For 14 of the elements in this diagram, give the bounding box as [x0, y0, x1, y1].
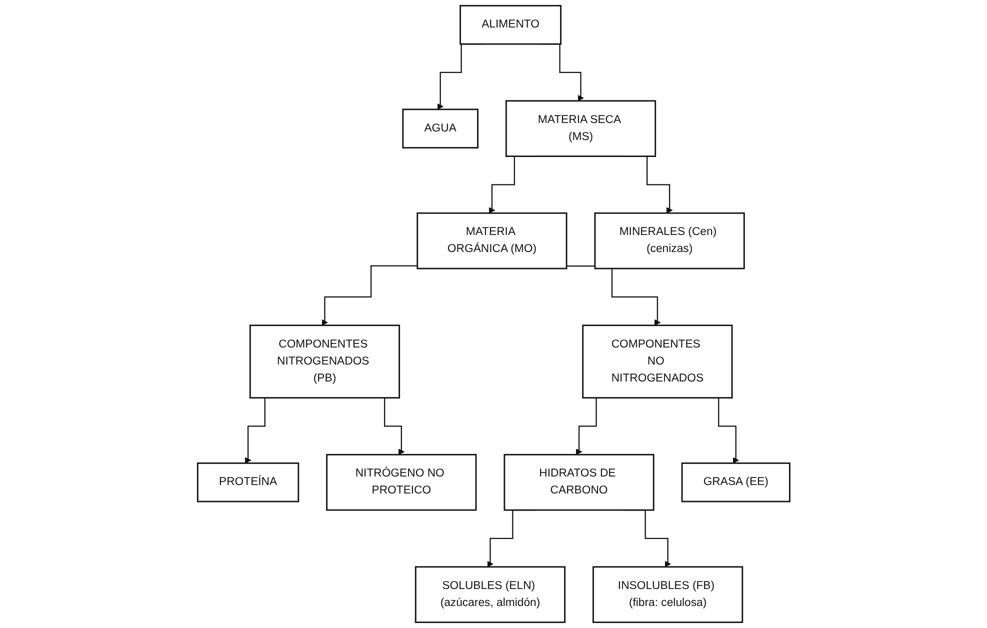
- node-box: SOLUBLES (ELN) (azúcares, almidón): [414, 566, 566, 623]
- node-box: MINERALES (Cen) (cenizas): [594, 212, 745, 270]
- node-box: INSOLUBLES (FB) (fibra: celulosa): [592, 566, 743, 623]
- node-box: HIDRATOS DE CARBONO: [504, 454, 654, 511]
- node-box: COMPONENTES NITROGENADOS (PB): [249, 324, 400, 399]
- arrow: [321, 265, 418, 326]
- node-box: NITRÓGENO NO PROTEICO: [326, 454, 477, 511]
- node-box: COMPONENTES NO NITROGENADOS: [582, 324, 733, 399]
- node-box: PROTEÍNA: [196, 462, 299, 502]
- node-box: MATERIA SECA (MS): [505, 100, 656, 157]
- node-box: ALIMENTO: [459, 4, 562, 45]
- node-box: MATERIA ORGÁNICA (MO): [416, 212, 568, 270]
- node-box: AGUA: [402, 108, 478, 148]
- node-box: GRASA (EE): [681, 462, 790, 502]
